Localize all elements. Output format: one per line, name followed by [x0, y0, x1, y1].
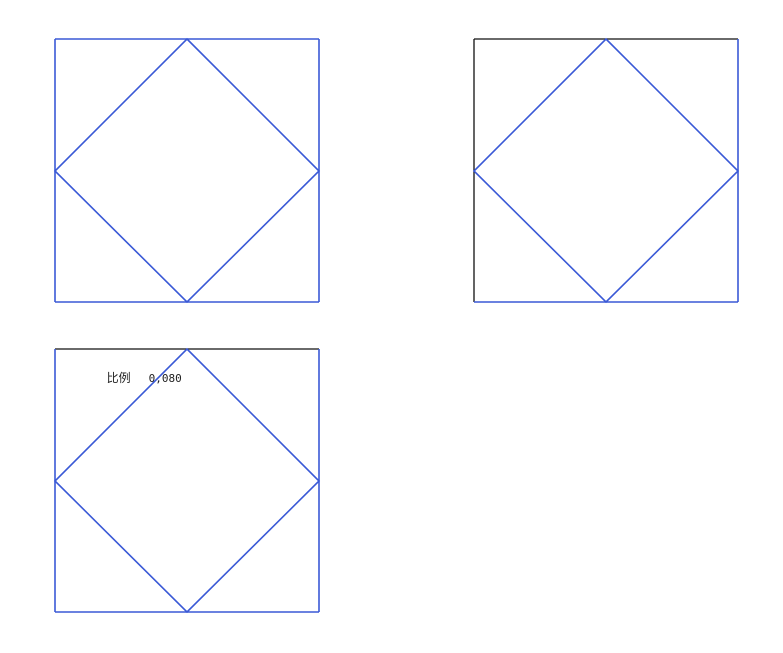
- scale-label: 比例 0,080: [99, 357, 182, 386]
- panel-bottom-left: [53, 347, 321, 614]
- panel-top-left: [53, 37, 321, 304]
- panel-top-right: [472, 37, 740, 304]
- inscribed-diamond: [472, 37, 740, 304]
- inscribed-diamond: [53, 347, 321, 614]
- scale-value: 0,080: [148, 372, 182, 385]
- scale-label-text: 比例: [106, 371, 131, 385]
- inscribed-diamond: [53, 37, 321, 304]
